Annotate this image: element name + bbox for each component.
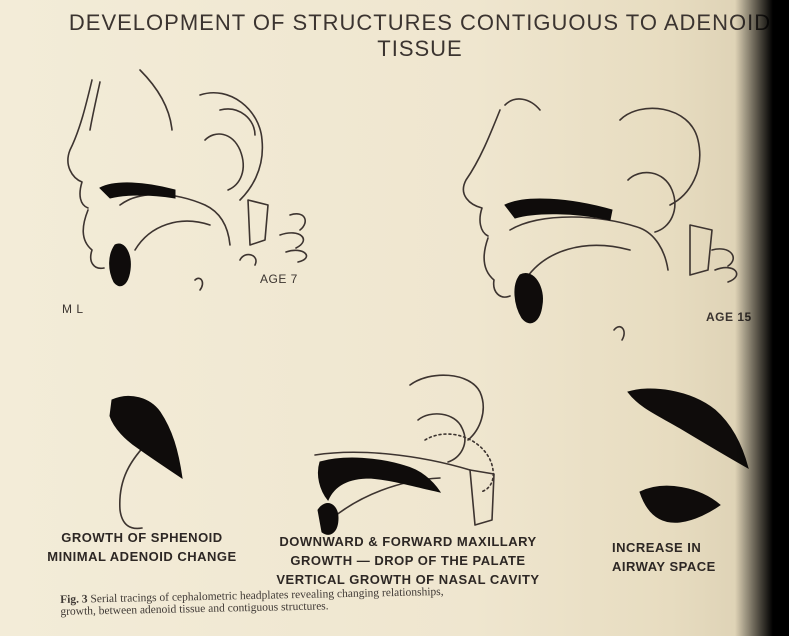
tracing-overlay (315, 375, 494, 525)
subcaption-left: GROWTH OF SPHENOID MINIMAL ADENOID CHANG… (42, 528, 242, 566)
subcaption-middle-line2: GROWTH — DROP OF THE PALATE (248, 551, 568, 570)
subcaption-middle-line1: DOWNWARD & FORWARD MAXILLARY (248, 532, 568, 551)
label-age-7: AGE 7 (260, 272, 298, 286)
tracing-age-15 (463, 99, 736, 340)
subcaption-left-line2: MINIMAL ADENOID CHANGE (42, 547, 242, 566)
tracing-age-7 (68, 70, 307, 290)
figure-caption-label: Fig. 3 (60, 593, 88, 606)
label-ml: M L (62, 302, 84, 316)
page-edge-shadow (735, 0, 789, 636)
subcaption-middle: DOWNWARD & FORWARD MAXILLARY GROWTH — DR… (248, 532, 568, 589)
subcaption-left-line1: GROWTH OF SPHENOID (42, 528, 242, 547)
